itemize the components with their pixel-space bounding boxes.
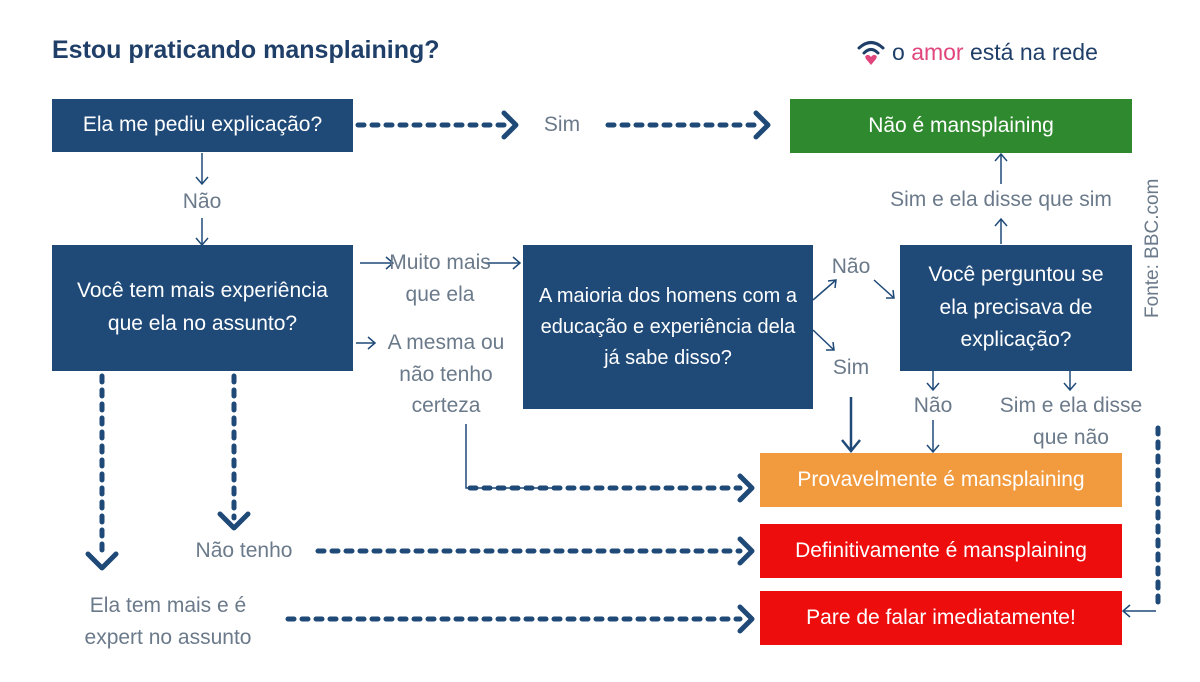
label-q1-nao: Não [182, 190, 222, 213]
question-asked-if-needed: Você perguntou se ela precisava de expli… [900, 245, 1132, 371]
edge-q4-nao [926, 371, 940, 454]
source-note: Fonte: BBC.com [1142, 178, 1163, 318]
question-asked-for-explanation: Ela me pediu explicação? [52, 99, 353, 152]
label-q1-sim: Sim [543, 113, 581, 136]
edge-q4-sim-nao [1063, 371, 1156, 618]
result-probably-mansplaining: Provavelmente é mansplaining [760, 453, 1122, 507]
brand-logo: o amor está na rede [856, 36, 1098, 68]
label-q2-muito: Muito mais que ela [389, 251, 491, 306]
edge-q4-sim-sim [994, 152, 1008, 244]
brand-text: o amor está na rede [892, 38, 1098, 65]
label-q3-nao: Não [831, 255, 871, 278]
edge-q2-muito [360, 256, 522, 270]
wifi-heart-icon [857, 41, 885, 65]
result-definitely-mansplaining: Definitivamente é mansplaining [760, 524, 1122, 578]
result-not-mansplaining: Não é mansplaining [790, 99, 1132, 153]
label-q2-nao-tenho: Não tenho [195, 539, 293, 562]
label-q2-ela-expert: Ela tem mais e é expert no assunto [84, 594, 252, 649]
label-q3-sim: Sim [832, 356, 870, 379]
edge-q1-nao [195, 153, 209, 247]
question-more-experience: Você tem mais experiência que ela no ass… [52, 245, 353, 371]
label-q4-nao: Não [913, 394, 953, 417]
page-title: Estou praticando mansplaining? [52, 36, 440, 64]
edge-q3-nao [812, 279, 895, 301]
edge-q3-sim [812, 329, 835, 351]
label-q4-sim-nao: Sim e ela disse que não [999, 394, 1143, 449]
result-stop-talking: Pare de falar imediatamente! [760, 591, 1122, 645]
label-q4-sim-sim: Sim e ela disse que sim [890, 188, 1112, 211]
question-most-men-know: A maioria dos homens com a educação e ex… [523, 245, 813, 409]
label-q2-mesma: A mesma ou não tenho certeza [387, 331, 505, 417]
edge-q2-down [99, 373, 237, 561]
